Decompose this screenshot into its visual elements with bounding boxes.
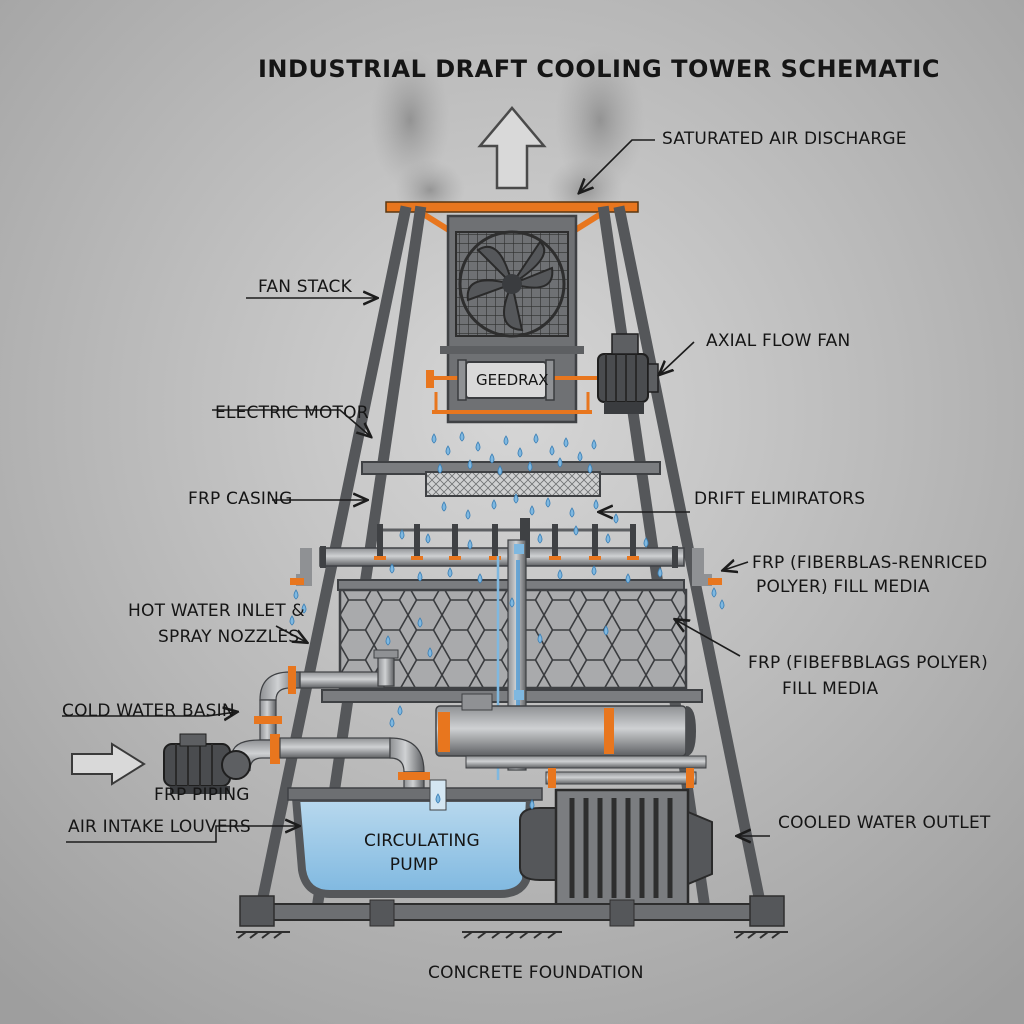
label-cooled-water-outlet: COOLED WATER OUTLET [778, 813, 991, 833]
water-droplet [467, 539, 473, 550]
water-droplet [513, 493, 519, 504]
water-droplet [563, 437, 569, 448]
water-droplet [573, 525, 579, 536]
label-drift-eliminators: DRIFT ELIMIRATORS [694, 489, 866, 509]
water-droplet [417, 617, 423, 628]
water-droplet [545, 497, 551, 508]
water-droplet [509, 597, 515, 608]
water-droplet [441, 501, 447, 512]
label-fill-media-lower-line1: FRP (FIBEFBBLAGS POLYER) [748, 653, 988, 673]
water-droplet [591, 565, 597, 576]
water-droplet [529, 505, 535, 516]
electric-motor [597, 333, 659, 414]
air-inlet-arrow [71, 742, 146, 786]
water-droplet [605, 533, 611, 544]
heat-exchanger [519, 788, 713, 908]
water-droplet [591, 439, 597, 450]
steam-plume [370, 45, 645, 222]
water-droplet [537, 533, 543, 544]
label-frp-casing: FRP CASING [188, 489, 293, 509]
label-cold-water-basin: COLD WATER BASIN [62, 701, 235, 721]
label-fill-media-upper-line2: POLYER) FILL MEDIA [756, 577, 930, 597]
label-fill-media-upper-line1: FRP (FIBERBLAS-RENRICED [752, 553, 988, 573]
water-droplet [427, 647, 433, 658]
water-droplet [497, 465, 503, 476]
leader-lines [62, 139, 770, 842]
water-droplet [625, 573, 631, 584]
foundation-base [236, 895, 788, 939]
label-air-intake-louvers: AIR INTAKE LOUVERS [68, 817, 251, 837]
label-saturated-air-discharge: SATURATED AIR DISCHARGE [662, 129, 907, 149]
label-hot-water-inlet-line1: HOT WATER INLET & [128, 601, 305, 621]
air-discharge-arrow [477, 106, 547, 190]
water-droplet [385, 635, 391, 646]
water-droplet [527, 461, 533, 472]
hot-water-inlet-pipe [254, 649, 399, 741]
water-droplet [459, 431, 465, 442]
circulation-pipe [231, 693, 707, 827]
water-droplet [293, 589, 299, 600]
water-droplet [587, 463, 593, 474]
label-frp-piping: FRP PIPING [154, 785, 250, 805]
water-droplet [397, 705, 403, 716]
label-concrete-foundation: CONCRETE FOUNDATION [428, 963, 644, 983]
label-electric-motor: ELECTRIC MOTOR [215, 403, 369, 423]
water-droplet [549, 445, 555, 456]
water-droplet [643, 537, 649, 548]
water-droplet [437, 463, 443, 474]
water-droplet [533, 433, 539, 444]
gearbox [426, 359, 600, 414]
water-droplet [431, 433, 437, 444]
water-droplet [389, 563, 395, 574]
label-fill-media-lower-line2: FILL MEDIA [782, 679, 879, 699]
water-droplet [529, 799, 535, 810]
spray-nozzles [374, 518, 639, 560]
axial-fan [455, 230, 569, 338]
water-droplet [389, 717, 395, 728]
water-droplet [557, 457, 563, 468]
water-droplet [517, 447, 523, 458]
water-droplet [447, 567, 453, 578]
water-droplet [537, 633, 543, 644]
water-droplet [613, 513, 619, 524]
water-droplet [417, 571, 423, 582]
water-droplet [445, 445, 451, 456]
water-droplet [657, 567, 663, 578]
label-circulating-pump-line2: PUMP [389, 855, 439, 875]
water-droplet [719, 599, 725, 610]
cold-water-basin [287, 779, 543, 898]
label-circulating-pump-line1: CIRCULATING [364, 831, 480, 851]
water-droplet [435, 793, 441, 804]
label-axial-flow-fan: AXIAL FLOW FAN [706, 331, 851, 351]
diagram-title: INDUSTRIAL DRAFT COOLING TOWER SCHEMATIC [258, 55, 940, 83]
drift-eliminator-panel [425, 471, 601, 497]
label-gearbox: GEEDRAX [476, 371, 549, 389]
water-droplet [289, 615, 295, 626]
water-droplet [475, 441, 481, 452]
water-droplets [289, 431, 725, 810]
water-droplet [491, 499, 497, 510]
water-droplet [399, 529, 405, 540]
water-droplet [425, 533, 431, 544]
label-fan-stack: FAN STACK [258, 277, 352, 297]
water-droplet [467, 459, 473, 470]
label-hot-water-inlet-line2: SPRAY NOZZLES [158, 627, 300, 647]
water-droplet [489, 453, 495, 464]
water-droplet [711, 587, 717, 598]
water-droplet [465, 509, 471, 520]
water-droplet [577, 451, 583, 462]
water-droplet [603, 625, 609, 636]
water-droplet [569, 507, 575, 518]
water-droplet [557, 569, 563, 580]
tower-top-cap [385, 201, 639, 213]
water-droplet [301, 603, 307, 614]
water-droplet [503, 435, 509, 446]
circulating-pump [163, 733, 251, 794]
water-droplet [477, 573, 483, 584]
